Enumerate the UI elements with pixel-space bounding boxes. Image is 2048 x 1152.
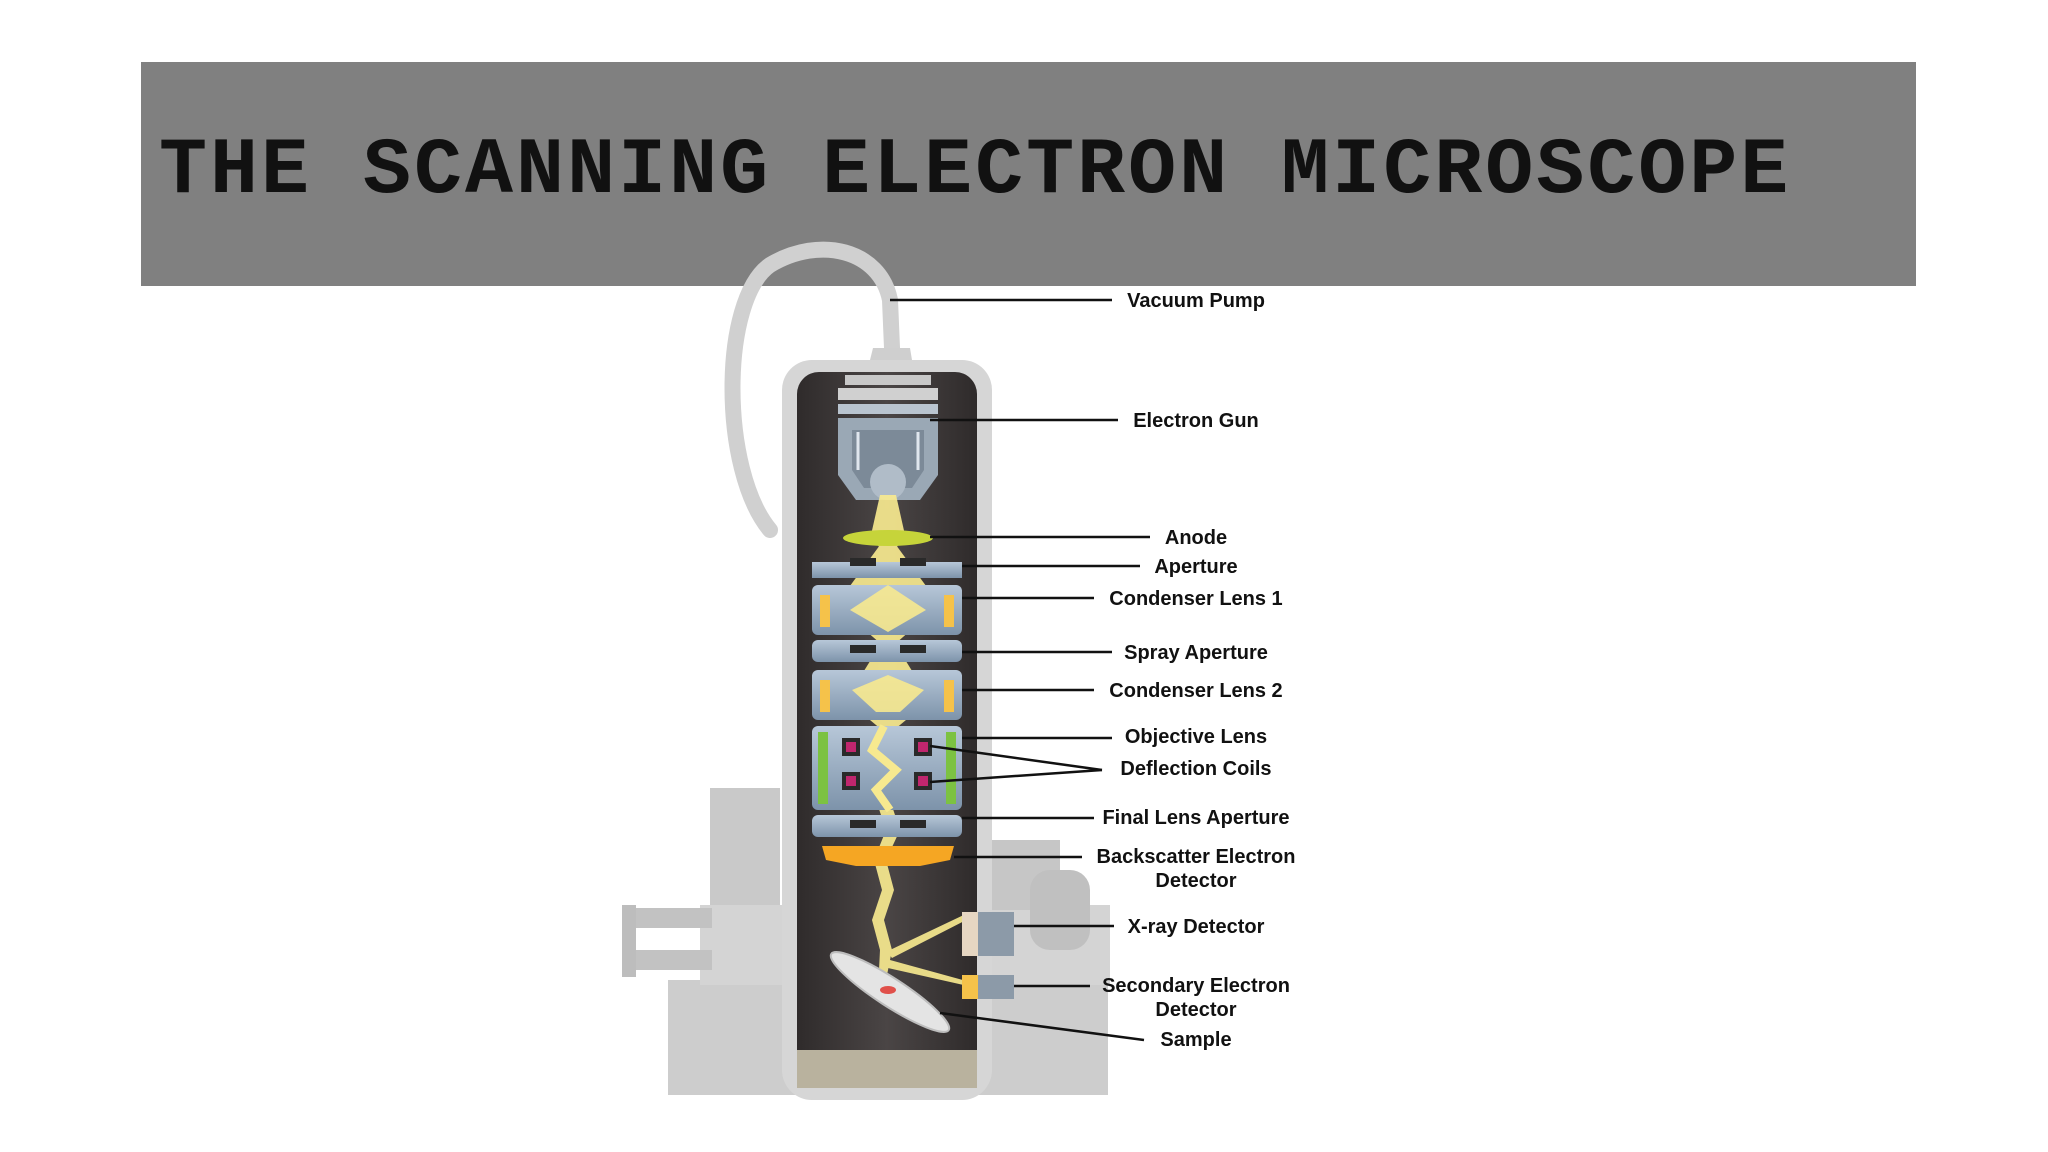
- xray-detector: [962, 912, 1014, 956]
- final-lens-aperture: [812, 815, 962, 837]
- label-backscatter-line2: Detector: [1155, 870, 1237, 892]
- title-bar: THE SCANNING ELECTRON MICROSCOPE: [141, 62, 1916, 286]
- label-condenser-lens-2: Condenser Lens 2: [1109, 680, 1283, 702]
- condenser-lens-1: [812, 585, 962, 635]
- label-sample: Sample: [1160, 1029, 1232, 1051]
- backscatter-detector: [822, 846, 954, 866]
- page-title: THE SCANNING ELECTRON MICROSCOPE: [159, 126, 1792, 217]
- spray-aperture: [812, 640, 962, 662]
- label-aperture: Aperture: [1154, 556, 1238, 578]
- label-objective-lens: Objective Lens: [1124, 726, 1268, 748]
- vacuum-hose: [724, 241, 900, 538]
- aperture: [812, 558, 962, 578]
- label-anode: Anode: [1164, 527, 1228, 549]
- label-vacuum-pump: Vacuum Pump: [1127, 290, 1265, 312]
- label-deflection-coils: Deflection Coils: [1120, 758, 1272, 780]
- label-spray-aperture: Spray Aperture: [1124, 642, 1268, 664]
- condenser-lens-2: [812, 670, 962, 720]
- label-condenser-lens-1: Condenser Lens 1: [1109, 588, 1283, 610]
- label-final-lens-aperture: Final Lens Aperture: [1102, 807, 1290, 829]
- label-backscatter-line1: Backscatter Electron: [1096, 846, 1296, 868]
- label-xray-detector: X-ray Detector: [1127, 916, 1265, 938]
- label-secondary-line2: Detector: [1155, 999, 1237, 1021]
- electron-gun: [838, 375, 938, 500]
- leader-lines: [890, 298, 1150, 1042]
- objective-lens: [812, 724, 962, 813]
- label-secondary-line1: Secondary Electron: [1102, 975, 1290, 997]
- secondary-detector: [962, 975, 1014, 999]
- sample-stage: [829, 951, 951, 1033]
- label-electron-gun: Electron Gun: [1133, 410, 1259, 432]
- anode: [843, 530, 933, 546]
